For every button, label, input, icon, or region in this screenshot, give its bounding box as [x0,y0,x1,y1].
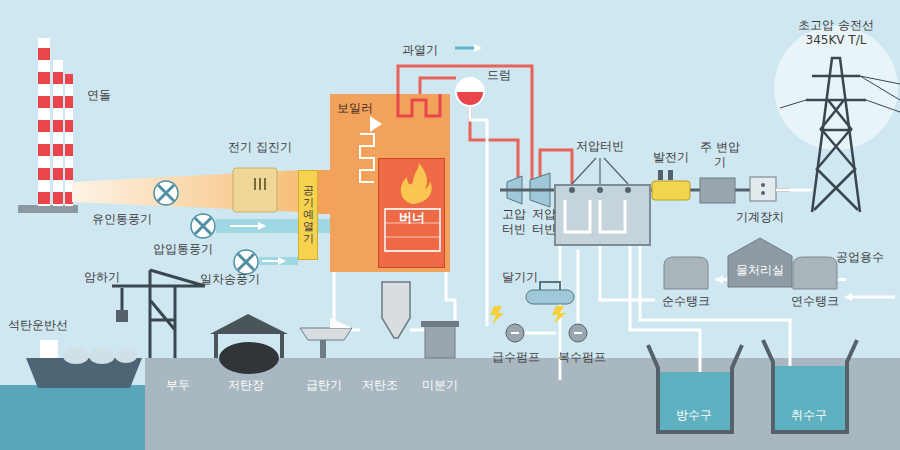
node-label: 공기예열기 [303,185,314,245]
part-label: 전기 집진기 [228,140,292,155]
preheater-band: 공기예열기 [298,170,318,260]
part-label: 압입통풍기 [153,242,213,257]
tank: 연수탱크 [786,255,844,313]
house-box: 물처리실 [726,236,794,288]
house-shape [726,236,794,288]
part-label: 드럼 [487,68,511,83]
part-label: 급수펌프 [492,350,540,365]
tank: 순수탱크 [658,255,714,313]
part-label: 저탄조 [362,378,398,393]
part-label: 과열기 [402,43,438,58]
part-label: 암하기 [84,270,120,285]
part-label: 석탄운반선 [8,318,68,333]
part-label: 저탄장 [228,378,264,393]
pipe-connector [716,278,724,281]
part-label: 발전기 [653,150,689,165]
part-label: 방수구 [676,408,712,423]
boiler-box: 보일러버너 [330,94,450,272]
part-label: 유인통풍기 [92,212,152,227]
part-label: 주 변압기 [700,140,740,170]
part-label: 취수구 [791,408,827,423]
part-label: 공업용수 [836,250,884,265]
part-label: 고압 터빈 [500,207,528,237]
node-label: 물처리실 [726,236,794,279]
part-label: 기계장치 [736,210,784,225]
part-label: 연돌 [87,88,111,103]
node-label: 순수탱크 [658,255,714,310]
part-label: 초고압 송전선 345KV T/L [784,18,888,48]
part-label: 일차송풍기 [200,272,260,287]
node-label: 버너 [379,159,444,227]
part-label: 미분기 [422,378,458,393]
part-label: 저압터빈 [576,139,624,154]
burner-box: 버너 [378,158,445,268]
part-label: 복수펌프 [558,350,606,365]
part-label: 부두 [166,378,190,393]
part-label: 달기기 [502,270,538,285]
part-label: 급탄기 [306,378,342,393]
node-label: 연수탱크 [786,255,844,310]
node-label: 보일러 [330,94,450,117]
part-label: 저압 터빈 [530,207,558,237]
